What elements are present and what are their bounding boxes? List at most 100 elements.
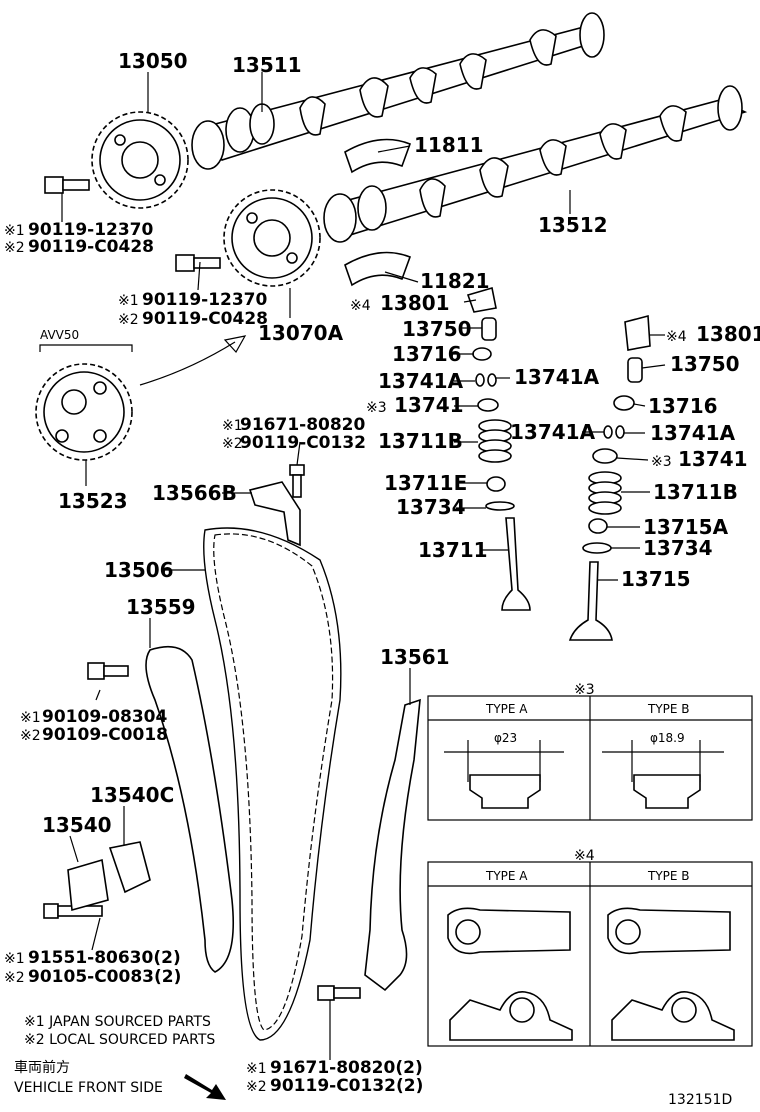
bolt4-japan: 90109-08304 — [42, 707, 168, 727]
label-13540C: 13540C — [90, 783, 174, 807]
rocker-arm-13801-right[interactable] — [624, 314, 651, 351]
mark-b3-1: ※1 — [222, 418, 243, 434]
valve-keeper-13741A-left-b[interactable] — [487, 373, 497, 387]
bolt-13559-icon[interactable] — [87, 662, 129, 680]
bolt-13561-icon[interactable] — [317, 985, 361, 1001]
label-11811: 11811 — [414, 133, 484, 157]
bolt3-japan: 91671-80820 — [240, 415, 366, 435]
valve-seal-13711E[interactable] — [486, 476, 506, 492]
spring-retainer-13741-left[interactable] — [477, 398, 499, 412]
label-13750-left: 13750 — [402, 317, 472, 341]
bolt-13070A-icon[interactable] — [175, 254, 221, 272]
bearing-11821[interactable] — [344, 251, 412, 287]
detail3-dim-a: φ23 — [494, 731, 517, 745]
mark-b2-2: ※2 — [118, 312, 139, 328]
label-13711: 13711 — [418, 538, 488, 562]
valve-keeper-13741A-right-b[interactable] — [615, 425, 625, 439]
legend-local: ※2 LOCAL SOURCED PARTS — [24, 1032, 215, 1048]
intake-cam-sprocket-13050[interactable] — [91, 111, 189, 209]
label-13741-left: 13741 — [394, 393, 464, 417]
label-11821: 11821 — [420, 269, 490, 293]
detail4-type-a: TYPE A — [485, 869, 528, 883]
label-13711B-right: 13711B — [653, 480, 738, 504]
bolt3-local: 90119-C0132 — [240, 433, 366, 453]
bolt-13050-icon[interactable] — [44, 176, 90, 194]
exhaust-camshaft-13512[interactable] — [323, 85, 748, 243]
detail-box-4: ※4 TYPE A TYPE B — [427, 848, 753, 1047]
spring-retainer-13741-right[interactable] — [592, 448, 618, 464]
bolt2-japan: 90119-12370 — [142, 290, 268, 310]
valve-keeper-13741A-right-a[interactable] — [603, 425, 613, 439]
intake-valve-13711[interactable] — [501, 517, 531, 611]
bolt-13566B-icon[interactable] — [289, 464, 305, 498]
label-13716-right: 13716 — [648, 394, 718, 418]
valve-spring-13711B-left[interactable] — [478, 419, 512, 463]
mark-b1-2: ※2 — [4, 240, 25, 256]
valve-seal-13715A[interactable] — [588, 518, 608, 534]
avv50-sprocket-13523[interactable] — [35, 363, 133, 461]
mark-b2-1: ※1 — [118, 293, 139, 309]
detail3-dim-b: φ18.9 — [650, 731, 685, 745]
label-13715A: 13715A — [643, 515, 729, 539]
lifter-13716-right[interactable] — [613, 395, 635, 411]
label-13741-right: 13741 — [678, 447, 748, 471]
label-13801-right: 13801 — [696, 322, 760, 346]
leader-lines — [61, 72, 666, 1060]
label-13741A-1: 13741A — [378, 369, 464, 393]
exhaust-cam-sprocket-13070A[interactable] — [223, 189, 321, 287]
chain-guide-13561[interactable] — [364, 698, 421, 992]
intake-camshaft-13511[interactable] — [191, 12, 605, 170]
detail3-mark: ※3 — [574, 682, 595, 698]
label-13741A-2: 13741A — [514, 365, 600, 389]
label-13511: 13511 — [232, 53, 302, 77]
mark-b4-1: ※1 — [20, 710, 41, 726]
front-label-jp: 車両前方 — [14, 1059, 70, 1076]
mark-b6-1: ※1 — [246, 1061, 267, 1077]
bolt4-local: 90109-C0018 — [42, 725, 168, 745]
mark-b4-2: ※2 — [20, 728, 41, 744]
label-13566B: 13566B — [152, 481, 237, 505]
chain-damper-13566B[interactable] — [248, 481, 301, 547]
timing-chain-13506[interactable] — [203, 527, 342, 1041]
lash-adjuster-13750-right[interactable] — [627, 357, 643, 383]
detail4-mark: ※4 — [574, 848, 595, 864]
lifter-13716-left[interactable] — [472, 347, 492, 361]
front-label-en: VEHICLE FRONT SIDE — [14, 1080, 163, 1096]
label-13050: 13050 — [118, 49, 188, 73]
rocker-arm-13801-left[interactable] — [466, 286, 497, 313]
bearing-11811[interactable] — [344, 138, 412, 174]
mark-13741-right: ※3 — [651, 454, 672, 470]
label-13711E: 13711E — [384, 471, 467, 495]
lash-adjuster-13750-left[interactable] — [481, 317, 497, 341]
chain-tensioner-13540[interactable] — [67, 841, 151, 912]
label-13540: 13540 — [42, 813, 112, 837]
bolt2-local: 90119-C0428 — [142, 309, 268, 329]
exhaust-valve-13715[interactable] — [568, 561, 613, 641]
label-13734-left: 13734 — [396, 495, 466, 519]
spring-seat-13734-left[interactable] — [485, 501, 515, 511]
mark-13741-left: ※3 — [366, 400, 387, 416]
label-13561: 13561 — [380, 645, 450, 669]
mark-b3-2: ※2 — [222, 436, 243, 452]
chain-slipper-13559[interactable] — [145, 645, 235, 973]
detail3-type-b: TYPE B — [647, 702, 690, 716]
valve-spring-13711B-right[interactable] — [588, 471, 622, 515]
bolt6-japan: 91671-80820(2) — [270, 1058, 423, 1078]
mark-b5-2: ※2 — [4, 970, 25, 986]
bolt6-local: 90119-C0132(2) — [270, 1076, 423, 1096]
mark-13801-right: ※4 — [666, 329, 687, 345]
label-13715: 13715 — [621, 567, 691, 591]
label-13523: 13523 — [58, 489, 128, 513]
detail3-type-a: TYPE A — [485, 702, 528, 716]
label-13741A-3: 13741A — [510, 420, 596, 444]
label-13801-left: 13801 — [380, 291, 450, 315]
detail-box-3: ※3 TYPE A TYPE B φ23 φ18.9 — [427, 682, 753, 821]
label-13750-right: 13750 — [670, 352, 740, 376]
valve-keeper-13741A-left-a[interactable] — [475, 373, 485, 387]
bolt5-japan: 91551-80630(2) — [28, 948, 181, 968]
mark-13801-left: ※4 — [350, 298, 371, 314]
front-arrow-icon — [184, 1074, 226, 1100]
spring-seat-13734-right[interactable] — [582, 542, 612, 554]
label-13716-left: 13716 — [392, 342, 462, 366]
